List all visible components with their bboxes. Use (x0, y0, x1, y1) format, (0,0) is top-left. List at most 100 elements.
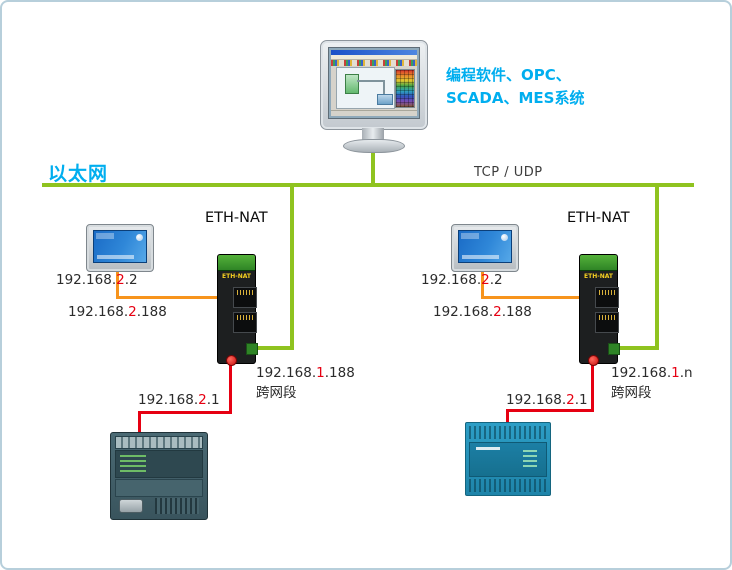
left-plc-device (110, 432, 208, 520)
vessel-graphic (377, 94, 393, 105)
right-lan-ip-label: 192.168.2.188 (433, 304, 532, 321)
protocol-label: TCP / UDP (474, 165, 543, 180)
screen-logo-dot (136, 234, 143, 241)
monitor-stand-neck (362, 128, 384, 141)
module-top-cap (218, 255, 255, 271)
ip-part: .188 (324, 365, 355, 381)
right-nat-title: ETH-NAT (567, 210, 630, 226)
terminal-cover-top (469, 426, 547, 439)
left-plc-link-vertical1 (229, 362, 232, 414)
left-hmi-link-horizontal (116, 296, 222, 299)
power-connector (226, 355, 237, 366)
scada-software-window (331, 50, 417, 116)
ip-part: 192.168. (56, 272, 117, 288)
ip-part: .n (679, 365, 693, 381)
ip-part: 192.168. (433, 304, 494, 320)
terminal-block-row (115, 436, 203, 449)
pipe-graphic (357, 80, 385, 82)
ip-part: .2 (489, 272, 503, 288)
terminal-cover-bottom (469, 479, 547, 492)
cross-segment-note: 跨网段 (611, 385, 652, 401)
right-plc-device (465, 422, 551, 496)
right-hmi-ip-label: 192.168.2.2 (421, 272, 503, 289)
ip-part: 192.168. (68, 304, 129, 320)
ethernet-backbone-line (42, 183, 694, 187)
left-wan-ip-label: 192.168.1.188 跨网段 (256, 365, 355, 402)
left-plc-link-vertical2 (138, 411, 141, 434)
pipe-graphic-vertical (383, 80, 385, 96)
ip-highlight: 2 (198, 392, 207, 408)
screen-glare (461, 233, 479, 239)
tank-graphic (345, 74, 359, 94)
rj45-wan-port (595, 312, 619, 333)
left-branch-drop-line (290, 185, 294, 350)
ip-part: .1 (574, 392, 588, 408)
ip-highlight: 1 (316, 365, 325, 381)
screen-glare (96, 233, 114, 239)
right-plc-link-vertical2 (506, 409, 509, 426)
screen-taskbar (97, 255, 134, 259)
module-device-label: ETH-NAT (584, 273, 613, 280)
ip-highlight: 2 (481, 272, 490, 288)
db9-connector (119, 499, 143, 513)
monitor-stand-base (343, 139, 405, 153)
ip-part: 192.168. (138, 392, 199, 408)
vent-slits (155, 498, 199, 514)
right-eth-nat-module: ETH-NAT (579, 254, 620, 366)
plc-led-column (120, 454, 146, 472)
module-top-cap (580, 255, 617, 271)
rj45-lan-port (595, 287, 619, 308)
cross-segment-note: 跨网段 (256, 385, 297, 401)
right-branch-drop-line (655, 185, 659, 350)
window-titlebar (331, 50, 417, 55)
ip-highlight: 2 (566, 392, 575, 408)
ip-part: 192.168. (256, 365, 317, 381)
right-wan-link-line (616, 346, 659, 350)
software-systems-label: 编程软件、OPC、 SCADA、MES系统 (446, 64, 584, 110)
plc-mid-panel (115, 479, 203, 497)
pc-monitor (320, 40, 428, 130)
ip-part: .2 (124, 272, 138, 288)
left-wan-link-line (252, 346, 294, 350)
brand-mark (476, 447, 500, 450)
right-plc-ip-label: 192.168.2.1 (506, 392, 588, 409)
wan-connector (608, 343, 620, 355)
monitor-screen (328, 47, 420, 119)
left-eth-nat-module: ETH-NAT (217, 254, 258, 366)
window-menubar (331, 55, 417, 60)
ip-part: .188 (136, 304, 167, 320)
left-plc-link-horizontal (138, 411, 232, 414)
window-statusbar (331, 110, 417, 116)
left-hmi-ip-label: 192.168.2.2 (56, 272, 138, 289)
ip-part: 192.168. (421, 272, 482, 288)
left-hmi-panel (86, 224, 154, 272)
rj45-wan-port (233, 312, 257, 333)
left-nat-title: ETH-NAT (205, 210, 268, 226)
ip-highlight: 2 (116, 272, 125, 288)
screen-logo-dot (501, 234, 508, 241)
right-plc-link-vertical1 (591, 362, 594, 412)
ethernet-label: 以太网 (48, 163, 109, 185)
right-hmi-link-vertical (481, 270, 484, 299)
software-label-line2: SCADA、MES系统 (446, 89, 585, 107)
left-plc-ip-label: 192.168.2.1 (138, 392, 220, 409)
right-plc-link-horizontal (506, 409, 594, 412)
left-hmi-link-vertical (116, 270, 119, 299)
window-toolbar (331, 60, 417, 66)
screen-taskbar (462, 255, 499, 259)
process-graphic-canvas (336, 67, 395, 109)
plc-front-panel (469, 442, 547, 477)
power-connector (588, 355, 599, 366)
ip-part: 192.168. (611, 365, 672, 381)
left-lan-ip-label: 192.168.2.188 (68, 304, 167, 321)
ip-highlight: 2 (128, 304, 137, 320)
right-wan-ip-label: 192.168.1.n 跨网段 (611, 365, 693, 402)
left-hmi-screen (93, 230, 147, 263)
right-hmi-screen (458, 230, 512, 263)
ip-highlight: 1 (671, 365, 680, 381)
rj45-lan-port (233, 287, 257, 308)
module-device-label: ETH-NAT (222, 273, 251, 280)
software-label-line1: 编程软件、OPC、 (446, 66, 571, 84)
ip-part: .188 (501, 304, 532, 320)
